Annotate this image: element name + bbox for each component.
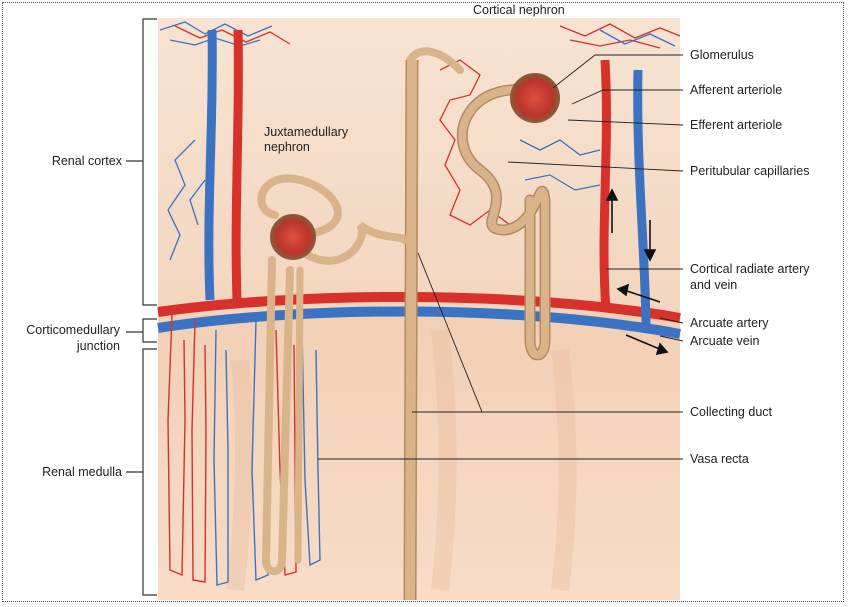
efferent-arteriole-label: Efferent arteriole xyxy=(690,118,782,132)
corticomedullary-bracket xyxy=(142,318,157,343)
vasa-recta-label: Vasa recta xyxy=(690,452,749,466)
juxtamedullary-nephron-tubule xyxy=(257,174,409,576)
collecting-duct-fill xyxy=(405,59,417,601)
juxtamedullary-glomerulus xyxy=(270,214,316,260)
afferent-arteriole-label: Afferent arteriole xyxy=(690,83,782,97)
cortical-nephron-tubule xyxy=(406,47,554,361)
juxtamedullary-label-line1: Juxtamedullary xyxy=(264,125,349,139)
renal-medulla-bracket xyxy=(142,348,157,596)
region-brackets xyxy=(126,18,157,596)
blood-flow-arrows xyxy=(605,188,669,356)
arcuate-artery-label: Arcuate artery xyxy=(690,316,769,330)
right-cortical-radiate-vein xyxy=(633,69,651,326)
arcuate-vein-label: Arcuate vein xyxy=(690,334,760,348)
cortical-glomerulus xyxy=(510,73,560,123)
collecting-duct-label: Collecting duct xyxy=(690,405,773,419)
right-cortical-radiate-artery xyxy=(599,59,611,311)
leader-lines xyxy=(318,54,684,460)
renal-medulla-label: Renal medulla xyxy=(42,465,122,479)
peritubular-capillary-network xyxy=(439,59,601,226)
left-cortical-radiate-vessels xyxy=(167,29,243,301)
juxtamedullary-label-line2: nephron xyxy=(264,140,310,154)
figure-frame xyxy=(2,2,844,602)
peritubular-capillaries-label: Peritubular capillaries xyxy=(690,164,810,178)
surface-capillaries xyxy=(159,21,681,49)
cortical-nephron-label: Cortical nephron xyxy=(473,3,565,17)
renal-cortex-bracket xyxy=(142,18,157,306)
renal-cortex-label: Renal cortex xyxy=(52,154,123,168)
cortical-radiate-label-line2: and vein xyxy=(690,278,737,292)
cortical-radiate-label-line1: Cortical radiate artery xyxy=(690,262,810,276)
corticomedullary-label-line2: junction xyxy=(76,339,120,353)
corticomedullary-label-line1: Corticomedullary xyxy=(26,323,121,337)
glomerulus-label: Glomerulus xyxy=(690,48,754,62)
medulla-shading xyxy=(226,328,577,592)
